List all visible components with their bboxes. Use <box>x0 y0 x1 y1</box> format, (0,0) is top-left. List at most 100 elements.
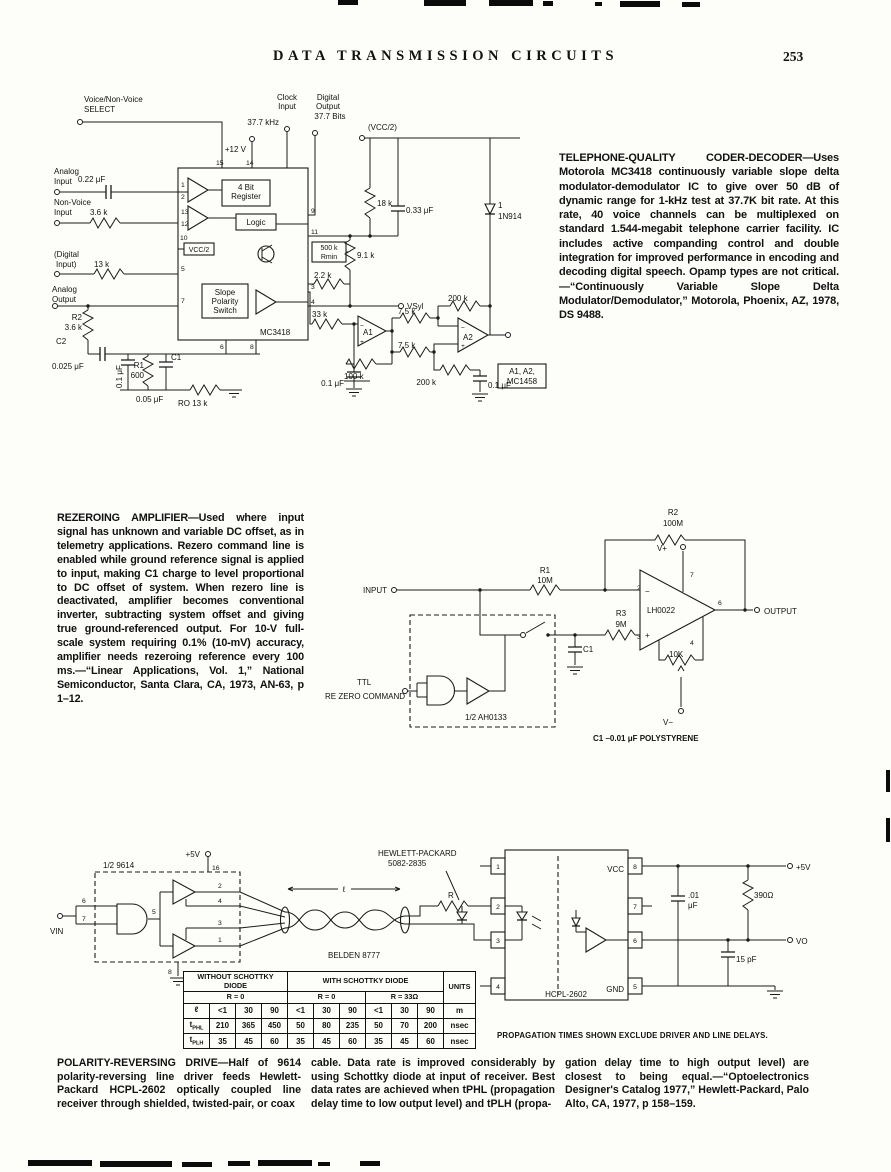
cell: 235 <box>339 1017 366 1035</box>
table-subheader-row: R = 0 R = 0 R = 33Ω <box>183 991 476 1004</box>
cell: 50 <box>287 1017 314 1035</box>
plus-icon: + <box>360 339 364 346</box>
label-mc1458: MC1458 <box>507 377 538 386</box>
hcpl2602-outline <box>504 849 629 1001</box>
label-500k: 500 k <box>320 245 338 252</box>
label-clock-1: Clock <box>277 93 298 102</box>
pin-box <box>490 857 506 875</box>
ah0133-dashed-box <box>409 614 556 728</box>
plus-icon: + <box>461 343 465 350</box>
label-vin: VIN <box>50 927 64 936</box>
cell: 30 <box>235 1002 262 1020</box>
photodiode-icon <box>571 917 581 928</box>
label-digout-2: Output <box>316 102 341 111</box>
pin-7: 7 <box>82 916 86 923</box>
label-r: R <box>448 891 454 900</box>
label-slope-2: Polarity <box>212 297 239 306</box>
cell: 45 <box>313 1033 340 1050</box>
cell: 50 <box>365 1017 392 1035</box>
components <box>52 119 511 402</box>
pin-5: 5 <box>181 266 185 273</box>
pin-6: 6 <box>718 600 722 607</box>
th-with-schottky: WITH SCHOTTKY DIODE <box>287 970 444 993</box>
label-register-2: Register <box>231 192 261 201</box>
cell: <1 <box>287 1002 314 1020</box>
rezeroing-amplifier-schematic: INPUT OUTPUT R1 10M R2 100M R3 9M V+ V− … <box>325 508 797 743</box>
pin-box <box>490 897 506 915</box>
hcpl-pin-3: 3 <box>496 938 500 945</box>
label-r2-value: 3.6 k <box>65 323 83 332</box>
twisted-pair <box>284 909 406 929</box>
diode-icon <box>484 203 496 216</box>
label-5v-receiver: +5V <box>796 863 811 872</box>
cell: 90 <box>417 1002 444 1020</box>
blocks <box>409 569 717 728</box>
cell: 60 <box>417 1033 444 1050</box>
cable-end <box>279 906 291 934</box>
label-r36k: 3.6 k <box>90 208 108 217</box>
opamp-icon <box>187 177 210 203</box>
cell: 210 <box>209 1017 236 1035</box>
and-gate-icon <box>426 675 455 706</box>
label-analog-in-1: Analog <box>54 167 79 176</box>
vcc2-block <box>183 242 215 256</box>
pin-box <box>627 931 643 949</box>
label-lh0022: LH0022 <box>647 606 676 615</box>
label-r33: 33 k <box>312 310 328 319</box>
pin-11: 11 <box>311 229 318 236</box>
page-number: 253 <box>783 49 804 64</box>
label-vplus: V+ <box>657 544 667 553</box>
cell: 45 <box>235 1033 262 1050</box>
table-row: tPHL 210 365 450 50 80 235 50 70 200 nse… <box>183 1017 476 1035</box>
label-c2-value: 0.025 μF <box>52 362 84 371</box>
label-c1-note: C1 –0.01 μF POLYSTYRENE <box>593 734 699 743</box>
propagation-table: WITHOUT SCHOTTKY DIODE WITH SCHOTTKY DIO… <box>183 970 476 1050</box>
amplifier-icon <box>585 927 608 953</box>
label-digout-1: Digital <box>317 93 339 102</box>
label-1n914: 1N914 <box>498 212 522 221</box>
label-hp-2: 5082-2835 <box>388 859 427 868</box>
coder-caption: TELEPHONE-QUALITY CODER-DECODER—Uses Mot… <box>559 151 839 323</box>
cell: 60 <box>261 1033 288 1050</box>
label-200k-b: 200 k <box>416 378 437 387</box>
propagation-note: PROPAGATION TIMES SHOWN EXCLUDE DRIVER A… <box>497 1031 768 1040</box>
pin-3: 3 <box>311 284 315 291</box>
rezero-caption-title: REZEROING AMPLIFIER— <box>57 512 199 524</box>
scan-artifact <box>28 1160 92 1166</box>
label-200k-a: 200 k <box>448 294 469 303</box>
label-390ohm: 390Ω <box>754 891 773 900</box>
label-5v-driver: +5V <box>186 850 201 859</box>
label-c01-2: μF <box>688 901 698 910</box>
coder-caption-body: Uses Motorola MC3418 continuously variab… <box>559 152 839 322</box>
pin-6: 6 <box>220 344 224 351</box>
rezero-caption: REZEROING AMPLIFIER—Used where input sig… <box>57 512 304 707</box>
and-gate-icon <box>116 903 148 935</box>
pin-box <box>490 931 506 949</box>
cell: 60 <box>339 1033 366 1050</box>
mc3418-ic-outline <box>177 167 309 341</box>
pin-box <box>627 897 643 915</box>
label-mc3418: MC3418 <box>260 328 291 337</box>
scan-artifact <box>620 1 660 7</box>
opamp-a2-icon <box>457 317 490 353</box>
label-clock-2: Input <box>278 102 297 111</box>
wires <box>63 856 786 990</box>
label-r1-value: 600 <box>131 371 145 380</box>
cell-units: nsec <box>443 1033 476 1050</box>
hcpl-pin-1: 1 <box>496 864 500 871</box>
pin-box <box>490 977 506 995</box>
label-gnd: GND <box>606 985 624 994</box>
coder-caption-title: TELEPHONE-QUALITY CODER-DECODER— <box>559 152 814 164</box>
label-digin-1: (Digital <box>54 250 79 259</box>
pin-4: 4 <box>218 898 222 905</box>
pin-14: 14 <box>246 160 254 167</box>
label-r18k: 18 k <box>377 199 393 208</box>
coder-decoder-schematic: Voice/Non-Voice SELECT Clock Input 37.7 … <box>52 93 547 408</box>
label-belden: BELDEN 8777 <box>328 951 381 960</box>
pin-7: 7 <box>181 298 185 305</box>
scan-artifact <box>360 1161 380 1166</box>
label-nonvoice-1: Non-Voice <box>54 198 91 207</box>
label-select-1: Voice/Non-Voice <box>84 95 143 104</box>
label-register-1: 4 Bit <box>238 183 255 192</box>
cell: 90 <box>261 1002 288 1020</box>
